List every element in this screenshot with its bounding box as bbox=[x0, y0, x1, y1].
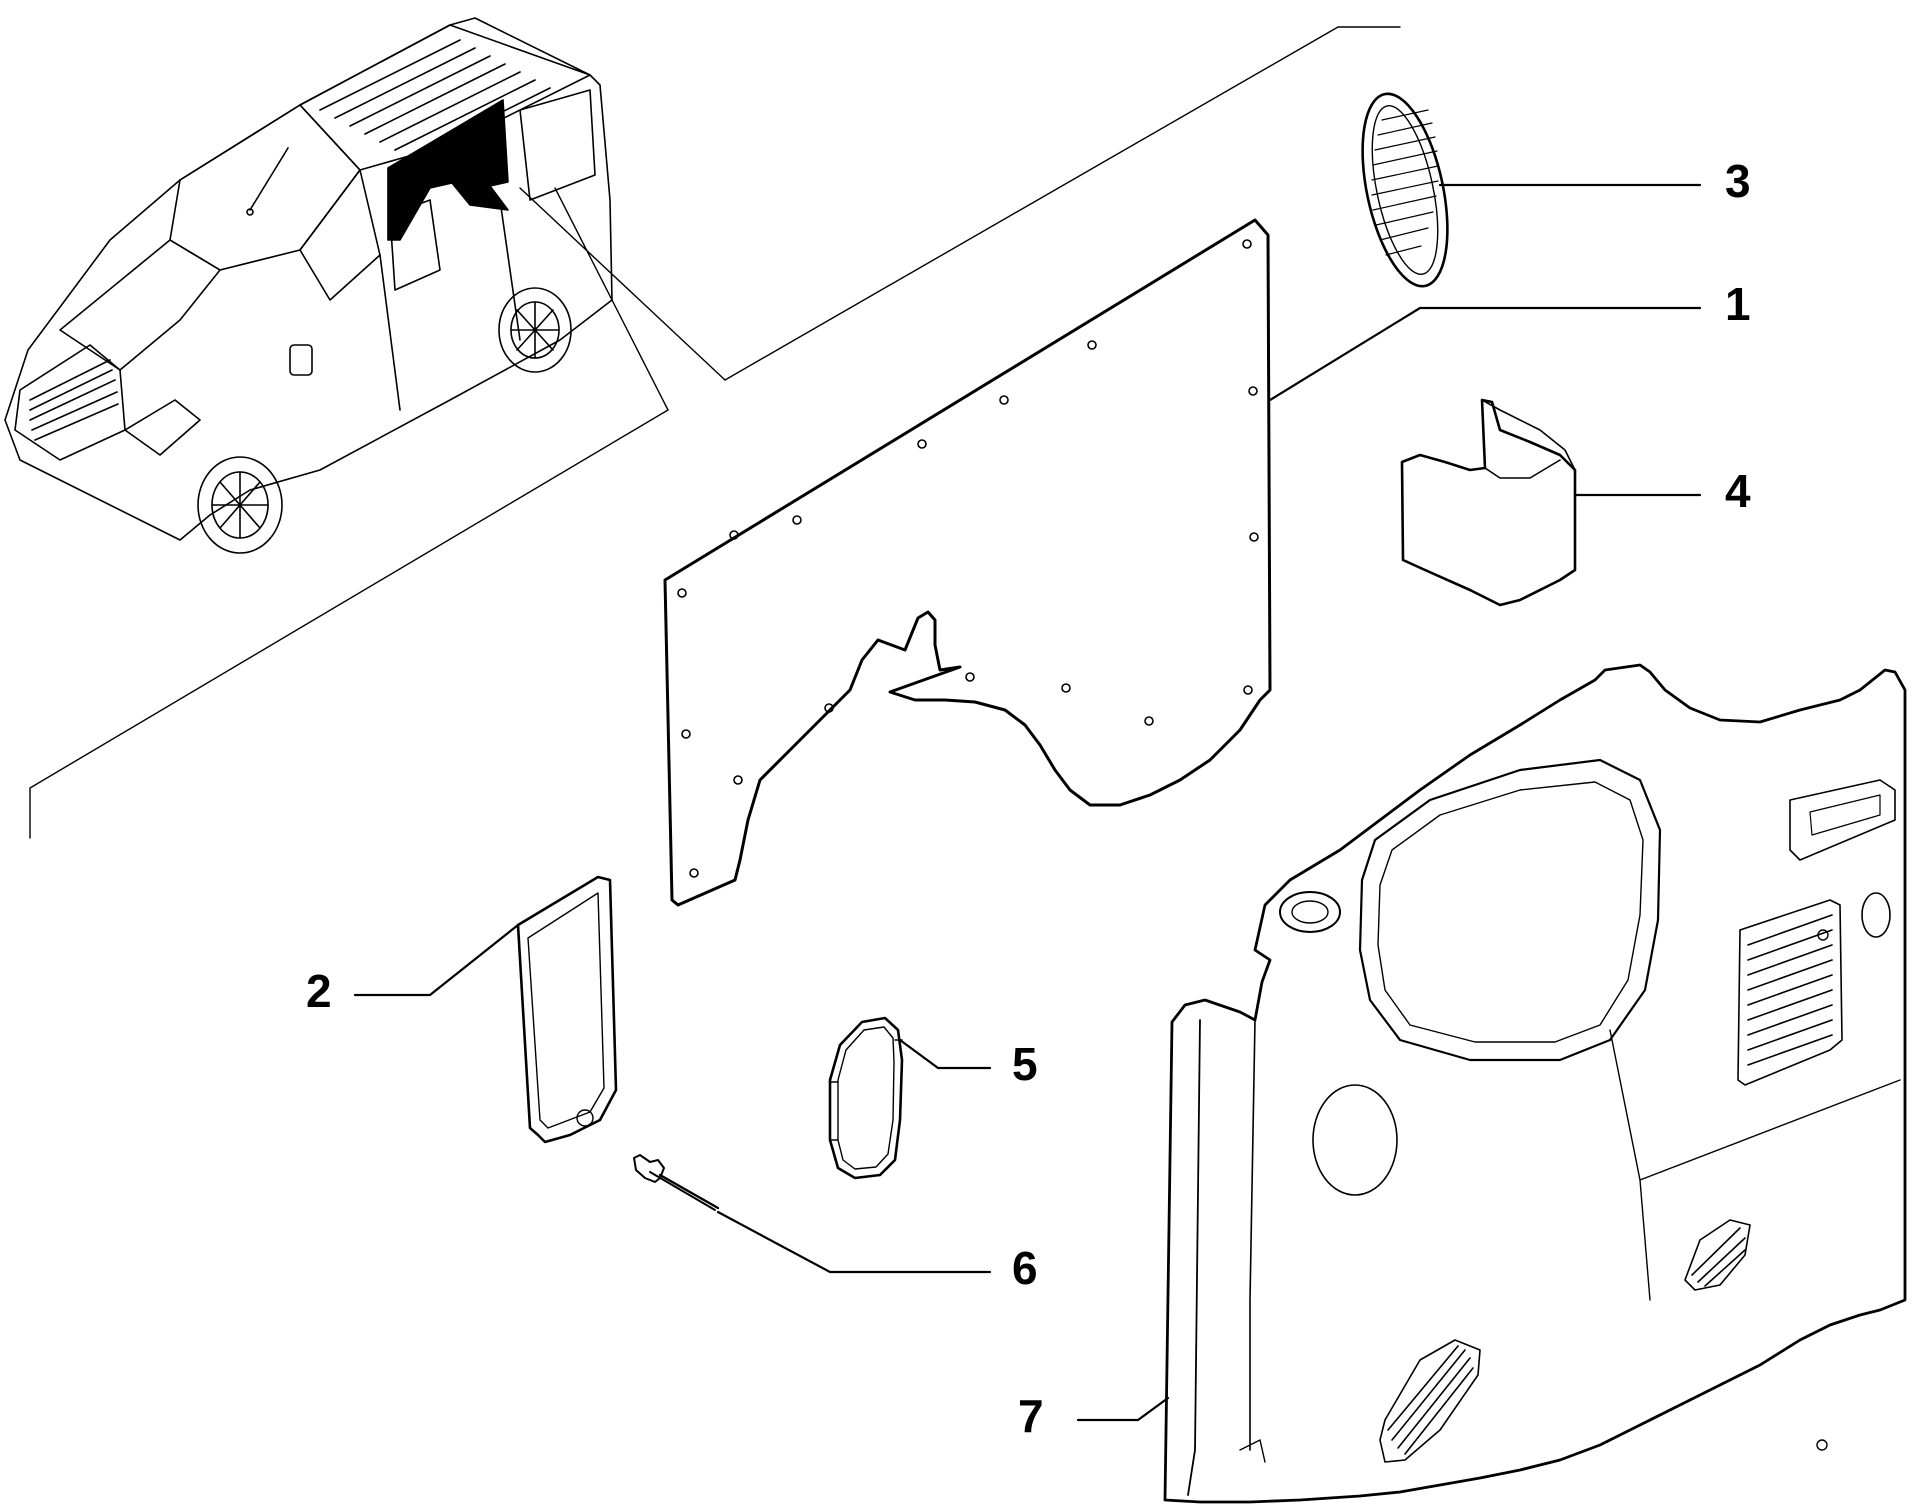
part-1-panel bbox=[663, 218, 1272, 907]
van-windshield bbox=[169, 104, 361, 271]
callout-labels: 1 2 3 4 5 6 7 bbox=[306, 155, 1751, 1442]
part-7-window-opening bbox=[1358, 758, 1662, 1062]
callout-6: 6 bbox=[1012, 1242, 1038, 1294]
van-body-outline bbox=[4, 17, 613, 541]
van-hood bbox=[59, 239, 221, 371]
leader-line-5 bbox=[898, 1038, 992, 1070]
part-7-speaker bbox=[1312, 1084, 1398, 1196]
callout-2: 2 bbox=[306, 965, 332, 1017]
callout-5: 5 bbox=[1012, 1038, 1038, 1090]
part-2-cover bbox=[516, 875, 618, 1144]
part-7-trim-panel bbox=[1163, 663, 1907, 1504]
part-5-frame bbox=[828, 1016, 904, 1180]
overview-frame-line-top bbox=[724, 26, 1401, 381]
van-headlight bbox=[124, 399, 201, 456]
leader-lines bbox=[353, 183, 1702, 1422]
part-7-vent-right bbox=[1737, 899, 1843, 1086]
van-rear-wheel bbox=[498, 287, 572, 373]
leader-line-6 bbox=[716, 1210, 992, 1274]
van-highlight-area bbox=[387, 99, 509, 241]
vehicle-overview bbox=[4, 17, 1401, 839]
callout-7: 7 bbox=[1018, 1390, 1044, 1442]
van-mirror bbox=[289, 344, 313, 376]
part-4-bracket bbox=[1400, 398, 1577, 607]
part-1-holes bbox=[677, 239, 1259, 878]
leader-line-7 bbox=[1076, 1396, 1170, 1422]
leader-line-1 bbox=[1268, 306, 1702, 402]
callout-1: 1 bbox=[1725, 278, 1751, 330]
part-7-vent-mid bbox=[1684, 1219, 1751, 1291]
part-7-cupholder bbox=[1279, 891, 1341, 933]
van-side-window-1 bbox=[299, 169, 381, 301]
callout-4: 4 bbox=[1725, 465, 1751, 517]
leader-line-2 bbox=[353, 923, 520, 997]
part-3-grille bbox=[1361, 92, 1449, 288]
overview-frame-line-bottom bbox=[29, 409, 669, 839]
van-front-wheel bbox=[197, 456, 283, 554]
callout-3: 3 bbox=[1725, 155, 1751, 207]
part-6-fastener bbox=[633, 1154, 720, 1211]
part-7-knob bbox=[1861, 892, 1891, 938]
van-antenna bbox=[249, 147, 289, 211]
van-side-window-3 bbox=[519, 89, 596, 201]
part-7-vent-lower bbox=[1379, 1339, 1481, 1463]
